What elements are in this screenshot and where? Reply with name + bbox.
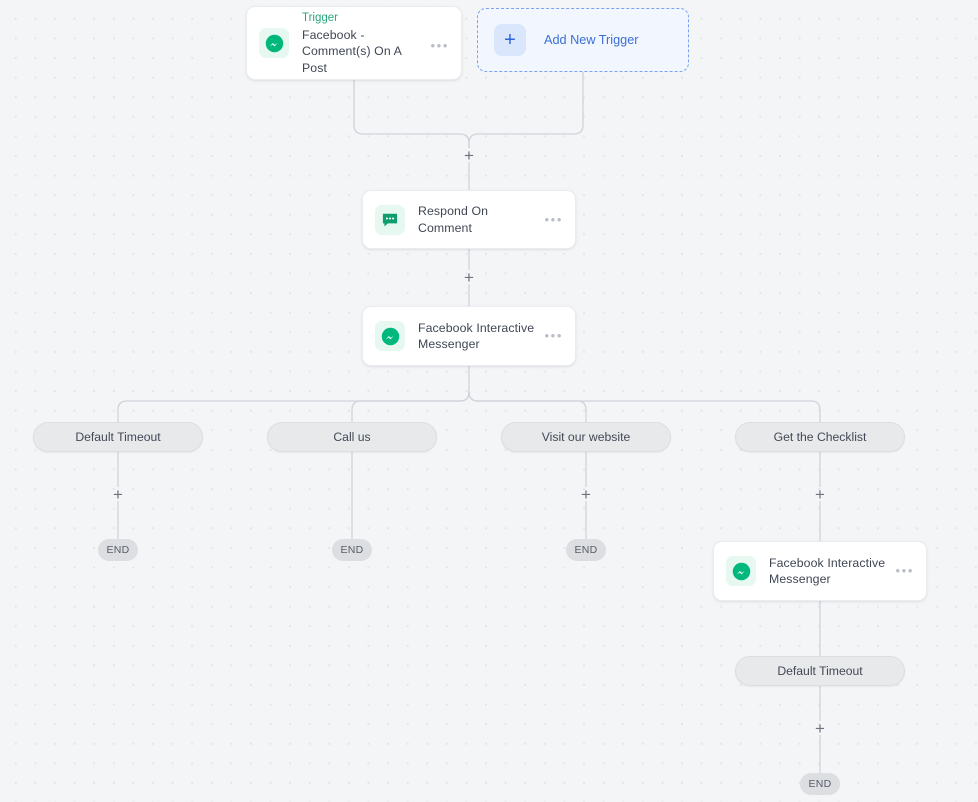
end-label: END	[106, 544, 130, 556]
add-step-button-branch-get-checklist[interactable]	[811, 485, 829, 503]
messenger-checklist-title: Facebook Interactive Messenger	[769, 555, 886, 587]
branch-label: Call us	[333, 430, 371, 444]
branch-label: Default Timeout	[777, 664, 863, 678]
branch-pill-get-the-checklist[interactable]: Get the Checklist	[735, 422, 905, 452]
respond-on-comment-text: Respond On Comment	[418, 203, 539, 236]
trigger-card-text: Trigger Facebook - Comment(s) On A Post	[302, 10, 425, 77]
trigger-card-menu-icon[interactable]: •••	[430, 38, 449, 53]
messenger-icon	[259, 28, 289, 58]
messenger-main-menu-icon[interactable]: •••	[544, 328, 563, 343]
branch-pill-default-timeout[interactable]: Default Timeout	[33, 422, 203, 452]
respond-on-comment-title: Respond On Comment	[418, 204, 489, 235]
plus-icon: +	[494, 24, 526, 56]
branch-label: Default Timeout	[75, 430, 161, 444]
messenger-icon	[726, 556, 756, 586]
branch-pill-call-us[interactable]: Call us	[267, 422, 437, 452]
respond-on-comment-menu-icon[interactable]: •••	[544, 211, 563, 227]
trigger-node-card[interactable]: Trigger Facebook - Comment(s) On A Post …	[246, 6, 462, 80]
end-node-call-us[interactable]: END	[332, 539, 372, 561]
add-new-trigger-label: Add New Trigger	[544, 33, 639, 47]
node-facebook-interactive-messenger-checklist[interactable]: Facebook Interactive Messenger •••	[713, 541, 927, 601]
node-respond-on-comment[interactable]: Respond On Comment •••	[362, 190, 576, 249]
add-new-trigger-button[interactable]: + Add New Trigger	[477, 8, 689, 72]
comment-bubble-icon	[375, 204, 405, 235]
branch-label: Get the Checklist	[773, 430, 867, 444]
branch-pill-checklist-default-timeout[interactable]: Default Timeout	[735, 656, 905, 686]
end-label: END	[340, 544, 364, 556]
add-step-button-after-triggers[interactable]	[460, 146, 478, 164]
add-step-button-branch-default-timeout[interactable]	[109, 485, 127, 503]
end-node-default-timeout[interactable]: END	[98, 539, 138, 561]
add-step-button-branch-visit-website[interactable]	[577, 485, 595, 503]
messenger-main-text: Facebook Interactive Messenger	[418, 320, 539, 353]
add-step-button-checklist-timeout[interactable]	[811, 719, 829, 737]
end-label: END	[574, 544, 598, 556]
branch-pill-visit-our-website[interactable]: Visit our website	[501, 422, 671, 452]
messenger-icon	[375, 321, 405, 351]
end-label: END	[808, 778, 832, 790]
node-facebook-interactive-messenger[interactable]: Facebook Interactive Messenger •••	[362, 306, 576, 366]
end-node-visit-our-website[interactable]: END	[566, 539, 606, 561]
messenger-checklist-menu-icon[interactable]: •••	[895, 563, 914, 578]
messenger-main-title: Facebook Interactive Messenger	[418, 320, 535, 352]
branch-label: Visit our website	[541, 430, 631, 444]
add-step-button-after-respond[interactable]	[460, 268, 478, 286]
trigger-kind-label: Trigger	[302, 11, 338, 24]
end-node-checklist[interactable]: END	[800, 773, 840, 795]
messenger-checklist-text: Facebook Interactive Messenger	[769, 555, 890, 588]
trigger-title: Facebook - Comment(s) On A Post	[302, 27, 402, 75]
